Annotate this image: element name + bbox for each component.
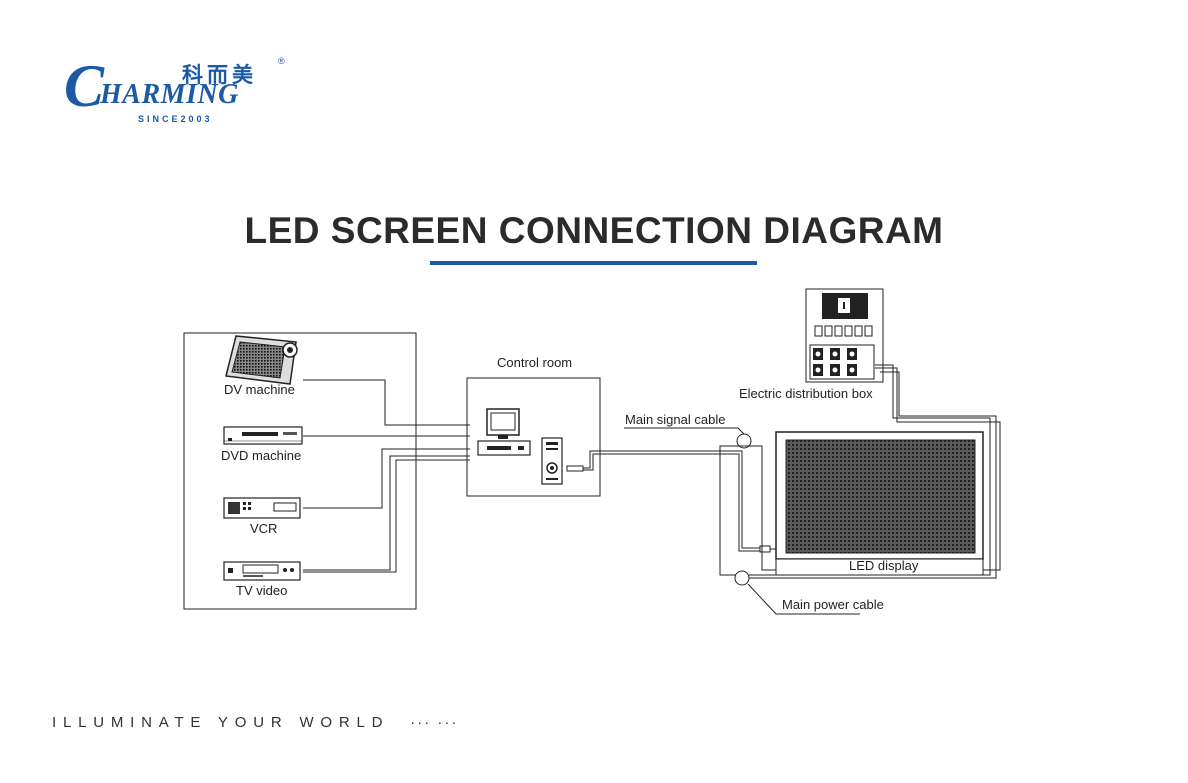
footer-slogan: ILLUMINATE YOUR WORLD ··· ··· [52,714,458,731]
source-label-vcr: VCR [250,521,278,536]
computer-icon [477,408,584,485]
source-label-dv: DV machine [224,382,295,397]
source-label-dvd: DVD machine [221,448,302,463]
brand-initial: C [64,53,105,119]
dvd-player-icon [223,426,303,445]
brand-logo: 科而美 ® C HARMING SINCE2003 [64,56,304,136]
registered-mark: ® [278,56,285,66]
distribution-box-icon [805,288,884,383]
title-underline [430,261,757,265]
power-cable-label: Main power cable [782,597,884,612]
page-title: LED SCREEN CONNECTION DIAGRAM [244,210,944,251]
slogan-dots: ··· ··· [410,714,459,731]
source-cables [303,379,470,573]
led-display-icon [775,431,984,576]
brand-name-cn: 科而美 [182,63,257,87]
signal-cable-label: Main signal cable [625,412,726,427]
source-devices-box [183,332,417,610]
slogan-text: ILLUMINATE YOUR WORLD [52,714,390,731]
main-signal-cable [583,427,783,553]
source-label-tv: TV video [236,583,288,598]
control-room-label: Control room [497,355,573,370]
brand-name: HARMING [100,79,239,110]
camcorder-icon [225,335,298,385]
led-display-label: LED display [849,558,919,573]
vcr-icon [223,497,301,519]
control-room-box [466,377,601,497]
brand-since: SINCE2003 [138,114,213,124]
main-power-cable [719,364,1001,615]
tv-tuner-icon [223,561,301,581]
distribution-box-label: Electric distribution box [739,386,873,401]
